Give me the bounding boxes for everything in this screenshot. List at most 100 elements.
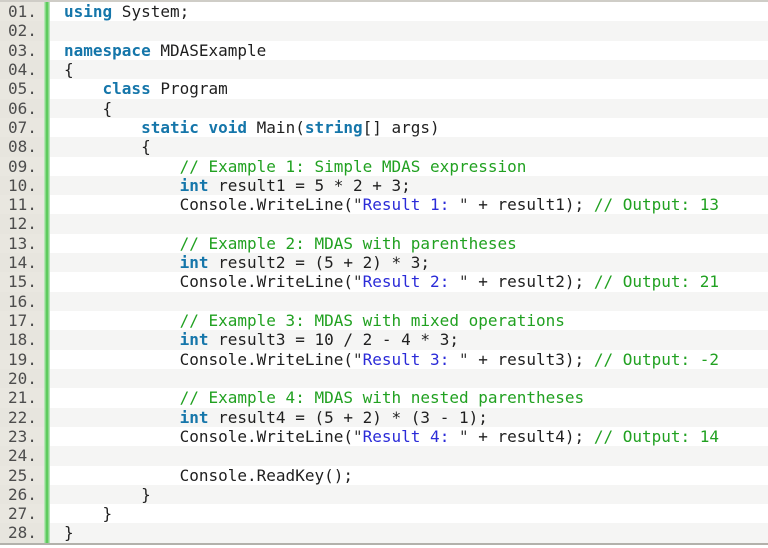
line-number: 13. bbox=[0, 233, 44, 254]
code-line-content: namespace MDASExample bbox=[50, 40, 768, 60]
code-token-plain: } bbox=[64, 504, 113, 524]
line-number: 01. bbox=[0, 2, 44, 22]
code-line-content: } bbox=[50, 484, 768, 505]
code-line-content bbox=[50, 446, 768, 466]
gutter-accent-bar bbox=[44, 388, 50, 408]
line-number: 20. bbox=[0, 368, 44, 389]
code-line-content: // Example 2: MDAS with parentheses bbox=[50, 233, 768, 254]
code-token-plain: result2 = (5 + 2) * 3; bbox=[208, 253, 431, 273]
gutter-accent-bar bbox=[44, 484, 50, 505]
gutter-accent-bar bbox=[44, 311, 50, 331]
code-line-content: Console.WriteLine("Result 2: " + result2… bbox=[50, 272, 768, 292]
gutter-accent-bar bbox=[44, 291, 50, 311]
code-line: 16. bbox=[0, 291, 768, 311]
gutter-accent-bar bbox=[44, 195, 50, 215]
code-token-quote: " bbox=[458, 349, 469, 369]
code-token-quote: " bbox=[458, 195, 469, 215]
code-token-plain bbox=[64, 408, 180, 427]
code-token-plain: { bbox=[64, 137, 151, 157]
code-token-keyword: static bbox=[141, 117, 199, 137]
code-token-keyword: int bbox=[179, 175, 209, 195]
code-token-plain: + result1); bbox=[468, 195, 594, 215]
code-line: 06. { bbox=[0, 98, 768, 118]
code-token-keyword: class bbox=[102, 79, 151, 99]
code-token-comment: // Output: -2 bbox=[593, 349, 720, 369]
code-token-plain: { bbox=[64, 98, 113, 118]
gutter-accent-bar bbox=[44, 98, 50, 118]
gutter-accent-bar bbox=[44, 253, 50, 273]
code-token-comment: // Output: 21 bbox=[593, 272, 720, 292]
line-number: 12. bbox=[0, 214, 44, 234]
code-token-plain: result3 = 10 / 2 - 4 * 3; bbox=[208, 330, 459, 350]
code-token-plain bbox=[199, 118, 209, 137]
gutter-accent-bar bbox=[44, 117, 50, 138]
code-token-keyword: int bbox=[179, 407, 209, 427]
gutter-accent-bar bbox=[44, 137, 50, 157]
line-number: 05. bbox=[0, 79, 44, 99]
code-token-comment: // Example 4: MDAS with nested parenthes… bbox=[179, 388, 585, 408]
code-token-quote: " bbox=[352, 195, 363, 215]
code-token-plain: + result2); bbox=[468, 272, 594, 292]
code-line: 24. bbox=[0, 446, 768, 466]
code-token-plain: { bbox=[64, 59, 74, 79]
code-line: 12. bbox=[0, 214, 768, 234]
line-number: 26. bbox=[0, 484, 44, 505]
code-token-plain bbox=[64, 118, 141, 137]
code-token-comment: // Output: 14 bbox=[593, 426, 720, 446]
code-token-plain: Console.WriteLine( bbox=[64, 426, 353, 446]
code-line-content: // Example 4: MDAS with nested parenthes… bbox=[50, 388, 768, 408]
code-line: 13. // Example 2: MDAS with parentheses bbox=[0, 233, 768, 254]
line-number: 24. bbox=[0, 446, 44, 466]
line-number: 25. bbox=[0, 465, 44, 485]
code-token-plain: Console.WriteLine( bbox=[64, 272, 353, 292]
code-line-content: int result2 = (5 + 2) * 3; bbox=[50, 253, 768, 273]
code-token-comment: // Example 1: Simple MDAS expression bbox=[179, 156, 527, 176]
code-line: 21. // Example 4: MDAS with nested paren… bbox=[0, 388, 768, 408]
code-line: 14. int result2 = (5 + 2) * 3; bbox=[0, 253, 768, 273]
gutter-accent-bar bbox=[44, 214, 50, 234]
gutter-accent-bar bbox=[44, 504, 50, 524]
code-token-plain bbox=[64, 79, 103, 98]
code-token-quote: " bbox=[352, 426, 363, 446]
line-number: 27. bbox=[0, 504, 44, 524]
code-token-plain: Console.ReadKey(); bbox=[64, 465, 353, 485]
code-line: 26. } bbox=[0, 484, 768, 505]
line-number: 22. bbox=[0, 407, 44, 427]
code-line-content: using System; bbox=[50, 2, 768, 22]
code-line-content: { bbox=[50, 59, 768, 80]
line-number: 08. bbox=[0, 137, 44, 157]
line-number: 14. bbox=[0, 253, 44, 273]
gutter-accent-bar bbox=[44, 59, 50, 80]
gutter-accent-bar bbox=[44, 175, 50, 196]
line-number: 06. bbox=[0, 98, 44, 118]
code-line: 05. class Program bbox=[0, 79, 768, 99]
code-token-plain: [] args) bbox=[362, 117, 440, 137]
code-line: 11. Console.WriteLine("Result 1: " + res… bbox=[0, 195, 768, 215]
code-line-content: { bbox=[50, 98, 768, 118]
code-token-keyword: int bbox=[179, 330, 209, 350]
code-token-keyword: string bbox=[304, 117, 363, 137]
gutter-accent-bar bbox=[44, 446, 50, 466]
code-token-plain: + result3); bbox=[468, 349, 594, 369]
code-line: 19. Console.WriteLine("Result 3: " + res… bbox=[0, 349, 768, 369]
gutter-accent-bar bbox=[44, 156, 50, 176]
code-token-string: Result 4: bbox=[362, 426, 459, 446]
code-line: 25. Console.ReadKey(); bbox=[0, 465, 768, 485]
code-line: 02. bbox=[0, 21, 768, 41]
code-token-plain: MDASExample bbox=[150, 40, 267, 60]
code-line-content: { bbox=[50, 137, 768, 157]
gutter-accent-bar bbox=[44, 349, 50, 369]
code-line: 01. using System; bbox=[0, 2, 768, 22]
code-line-content bbox=[50, 368, 768, 389]
gutter-accent-bar bbox=[44, 40, 50, 60]
line-number: 15. bbox=[0, 272, 44, 292]
code-token-comment: // Example 2: MDAS with parentheses bbox=[179, 233, 517, 253]
code-line-content: static void Main(string[] args) bbox=[50, 117, 768, 138]
code-line-content: } bbox=[50, 504, 768, 524]
gutter-accent-bar bbox=[44, 2, 50, 22]
code-line-content: Console.WriteLine("Result 3: " + result3… bbox=[50, 349, 768, 369]
code-line: 10. int result1 = 5 * 2 + 3; bbox=[0, 175, 768, 196]
gutter-accent-bar bbox=[44, 79, 50, 99]
gutter-accent-bar bbox=[44, 21, 50, 41]
